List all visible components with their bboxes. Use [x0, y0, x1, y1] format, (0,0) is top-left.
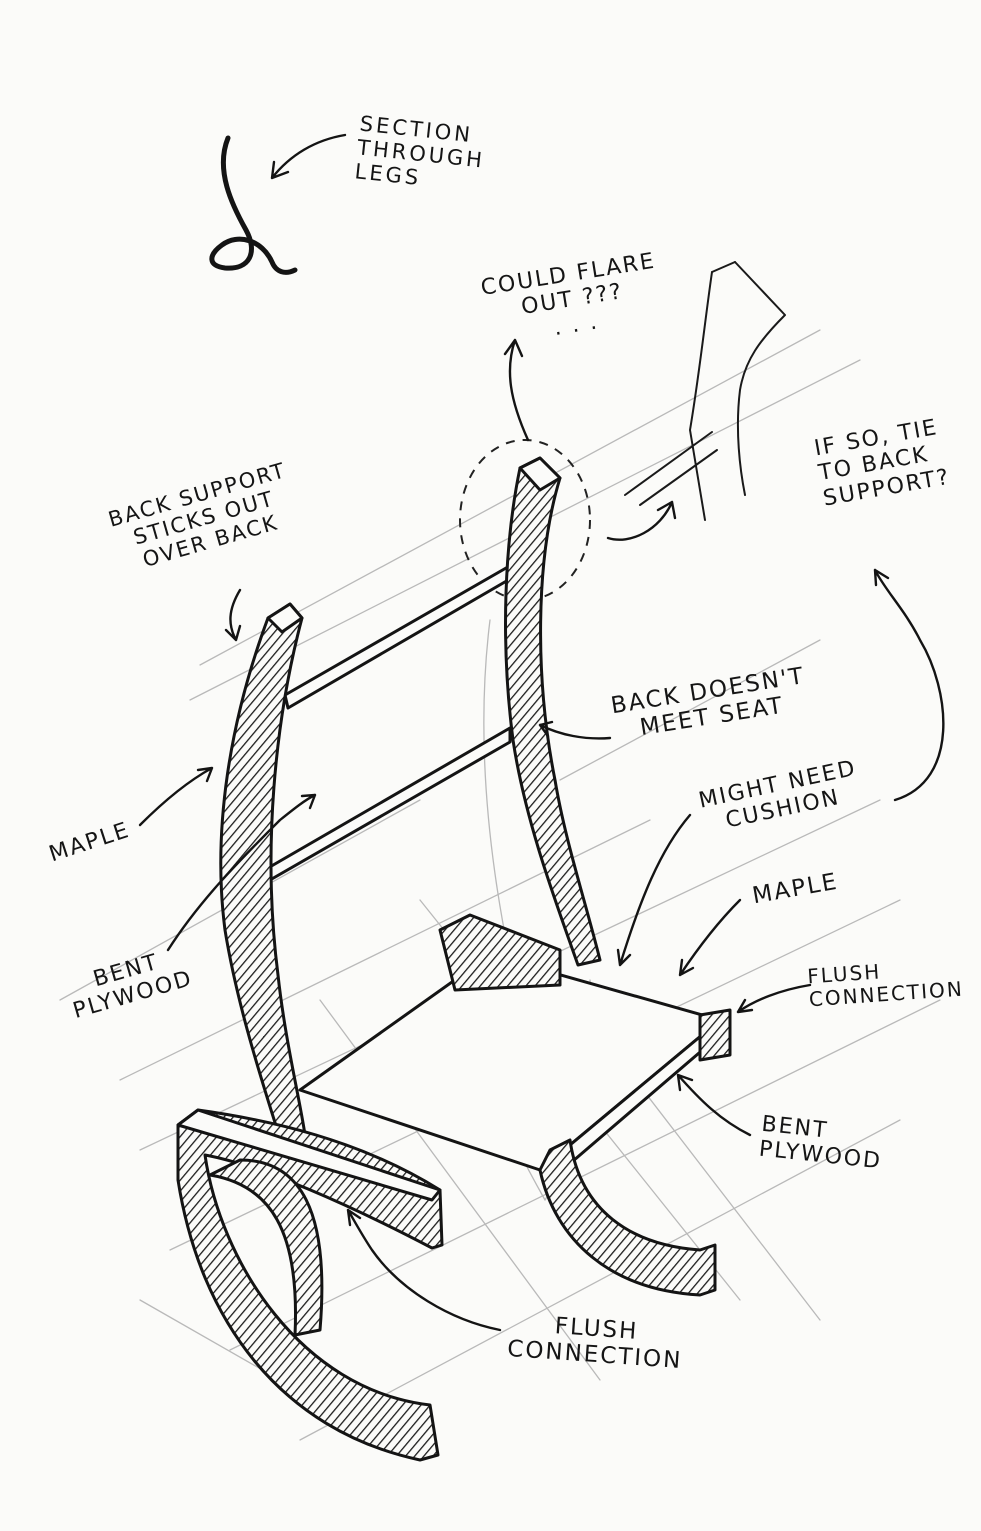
left-back-leg: [221, 604, 305, 1145]
leg-section-symbol: [212, 138, 295, 272]
annotation-section-through-legs: SECTION THROUGH LEGS: [354, 111, 489, 196]
right-back-leg: [506, 458, 600, 965]
seat: [300, 915, 730, 1185]
front-rocker-leg: [540, 1140, 715, 1295]
